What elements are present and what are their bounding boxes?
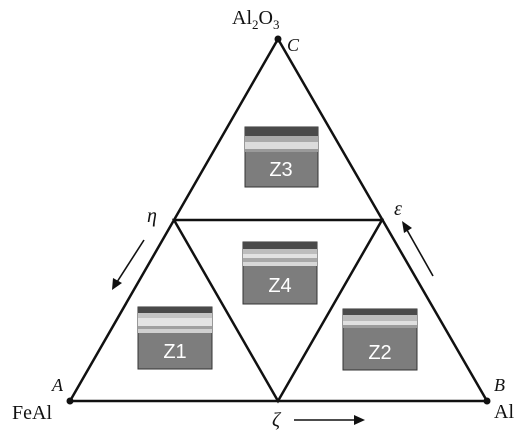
vertex-b-dot (483, 397, 491, 405)
vertex-c-dot (274, 35, 282, 43)
inner-triangle (171, 218, 385, 404)
zone-z2-sample: Z2 (342, 308, 418, 371)
edge-right-label: ε (394, 198, 402, 220)
vertex-c-letter: C (287, 35, 300, 55)
vertex-a-name: FeAl (12, 402, 52, 424)
edge-right-arrow (402, 221, 434, 277)
zone-z1-label: Z1 (163, 341, 186, 363)
vertex-c-formula: Al2O3 (232, 7, 279, 32)
vertex-b-letter: B (494, 375, 505, 395)
zone-z2-label: Z2 (368, 342, 391, 364)
zone-z1-sample: Z1 (137, 306, 213, 370)
zone-z4-sample: Z4 (242, 241, 318, 305)
zone-z4-label: Z4 (268, 275, 291, 297)
edge-bottom-arrow (294, 415, 365, 425)
edge-bottom-label: ζ (272, 409, 282, 431)
edge-left-arrow (112, 239, 145, 290)
edge-left-label: η (147, 205, 157, 227)
zone-z3-sample: Z3 (244, 126, 319, 188)
zone-z3-label: Z3 (269, 159, 292, 181)
vertex-a-letter: A (51, 375, 64, 395)
vertex-a-dot (66, 397, 74, 405)
vertex-b-name: Al (494, 401, 514, 423)
